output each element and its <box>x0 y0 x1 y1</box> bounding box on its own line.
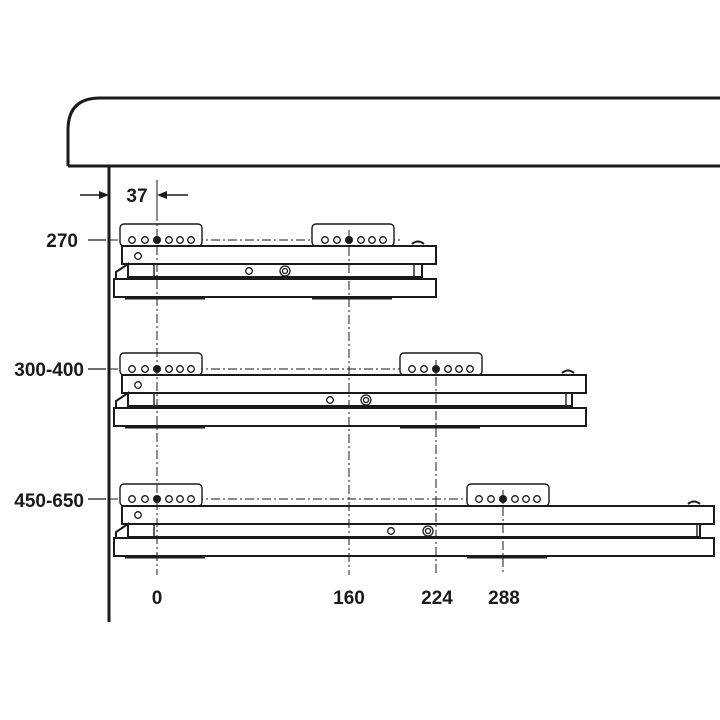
runner-bottom-rail <box>113 407 587 427</box>
offset-dimension: 37 <box>80 180 188 215</box>
runner-mid-rail <box>127 263 423 278</box>
runner-top-rail <box>121 505 715 525</box>
row-label: 300-400 <box>14 360 84 381</box>
worktop-outline <box>66 96 720 168</box>
row-label: 270 <box>46 231 78 252</box>
runner-top-rail <box>121 245 437 265</box>
runner-row-300-400: 300-400 <box>14 352 587 429</box>
row-label: 450-650 <box>14 491 84 512</box>
position-label-288: 288 <box>488 588 520 609</box>
runner-bottom-rail <box>113 278 437 298</box>
position-label-224: 224 <box>421 588 453 609</box>
position-label-160: 160 <box>333 588 365 609</box>
runner-bottom-rail <box>113 537 715 557</box>
position-label-0: 0 <box>152 588 163 609</box>
runner-top-rail <box>121 374 587 394</box>
runner-row-270: 270 <box>46 223 437 300</box>
runner-row-450-650: 450-650 <box>14 483 715 559</box>
runner-mid-rail <box>127 392 573 407</box>
offset-dimension-label: 37 <box>126 186 147 207</box>
runner-mid-rail <box>127 523 701 538</box>
